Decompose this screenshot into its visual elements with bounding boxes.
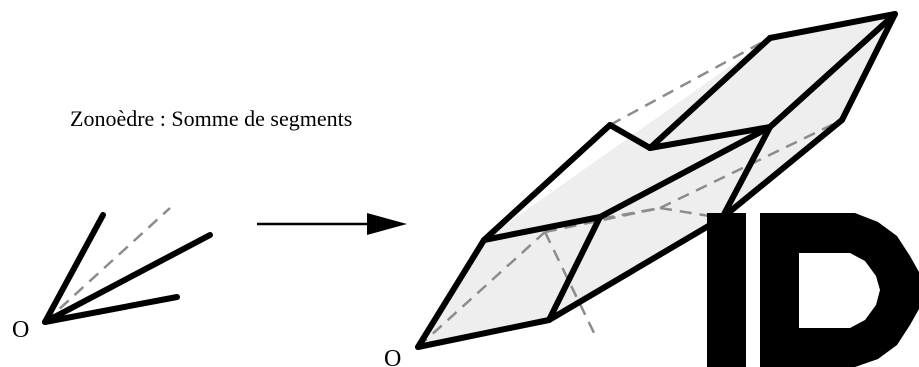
generating-segments: [42, 207, 213, 325]
diagram-title: Zonoèdre : Somme de segments: [70, 106, 352, 131]
face-shading: [418, 14, 895, 347]
origin-label-left: O: [12, 317, 29, 343]
logo-letter-i: [707, 213, 746, 367]
zonohedron: [415, 11, 898, 350]
origin-label-right: O: [384, 346, 401, 367]
arrow-head: [367, 213, 407, 235]
arrow: [257, 213, 407, 235]
segment-b: [42, 232, 213, 325]
hidden-segment: [44, 207, 171, 323]
logo-letter-d: [760, 213, 919, 367]
visible-edges: [415, 11, 898, 350]
segment-c: [42, 294, 180, 325]
id-logo: [707, 213, 919, 367]
segment-a: [42, 212, 106, 325]
